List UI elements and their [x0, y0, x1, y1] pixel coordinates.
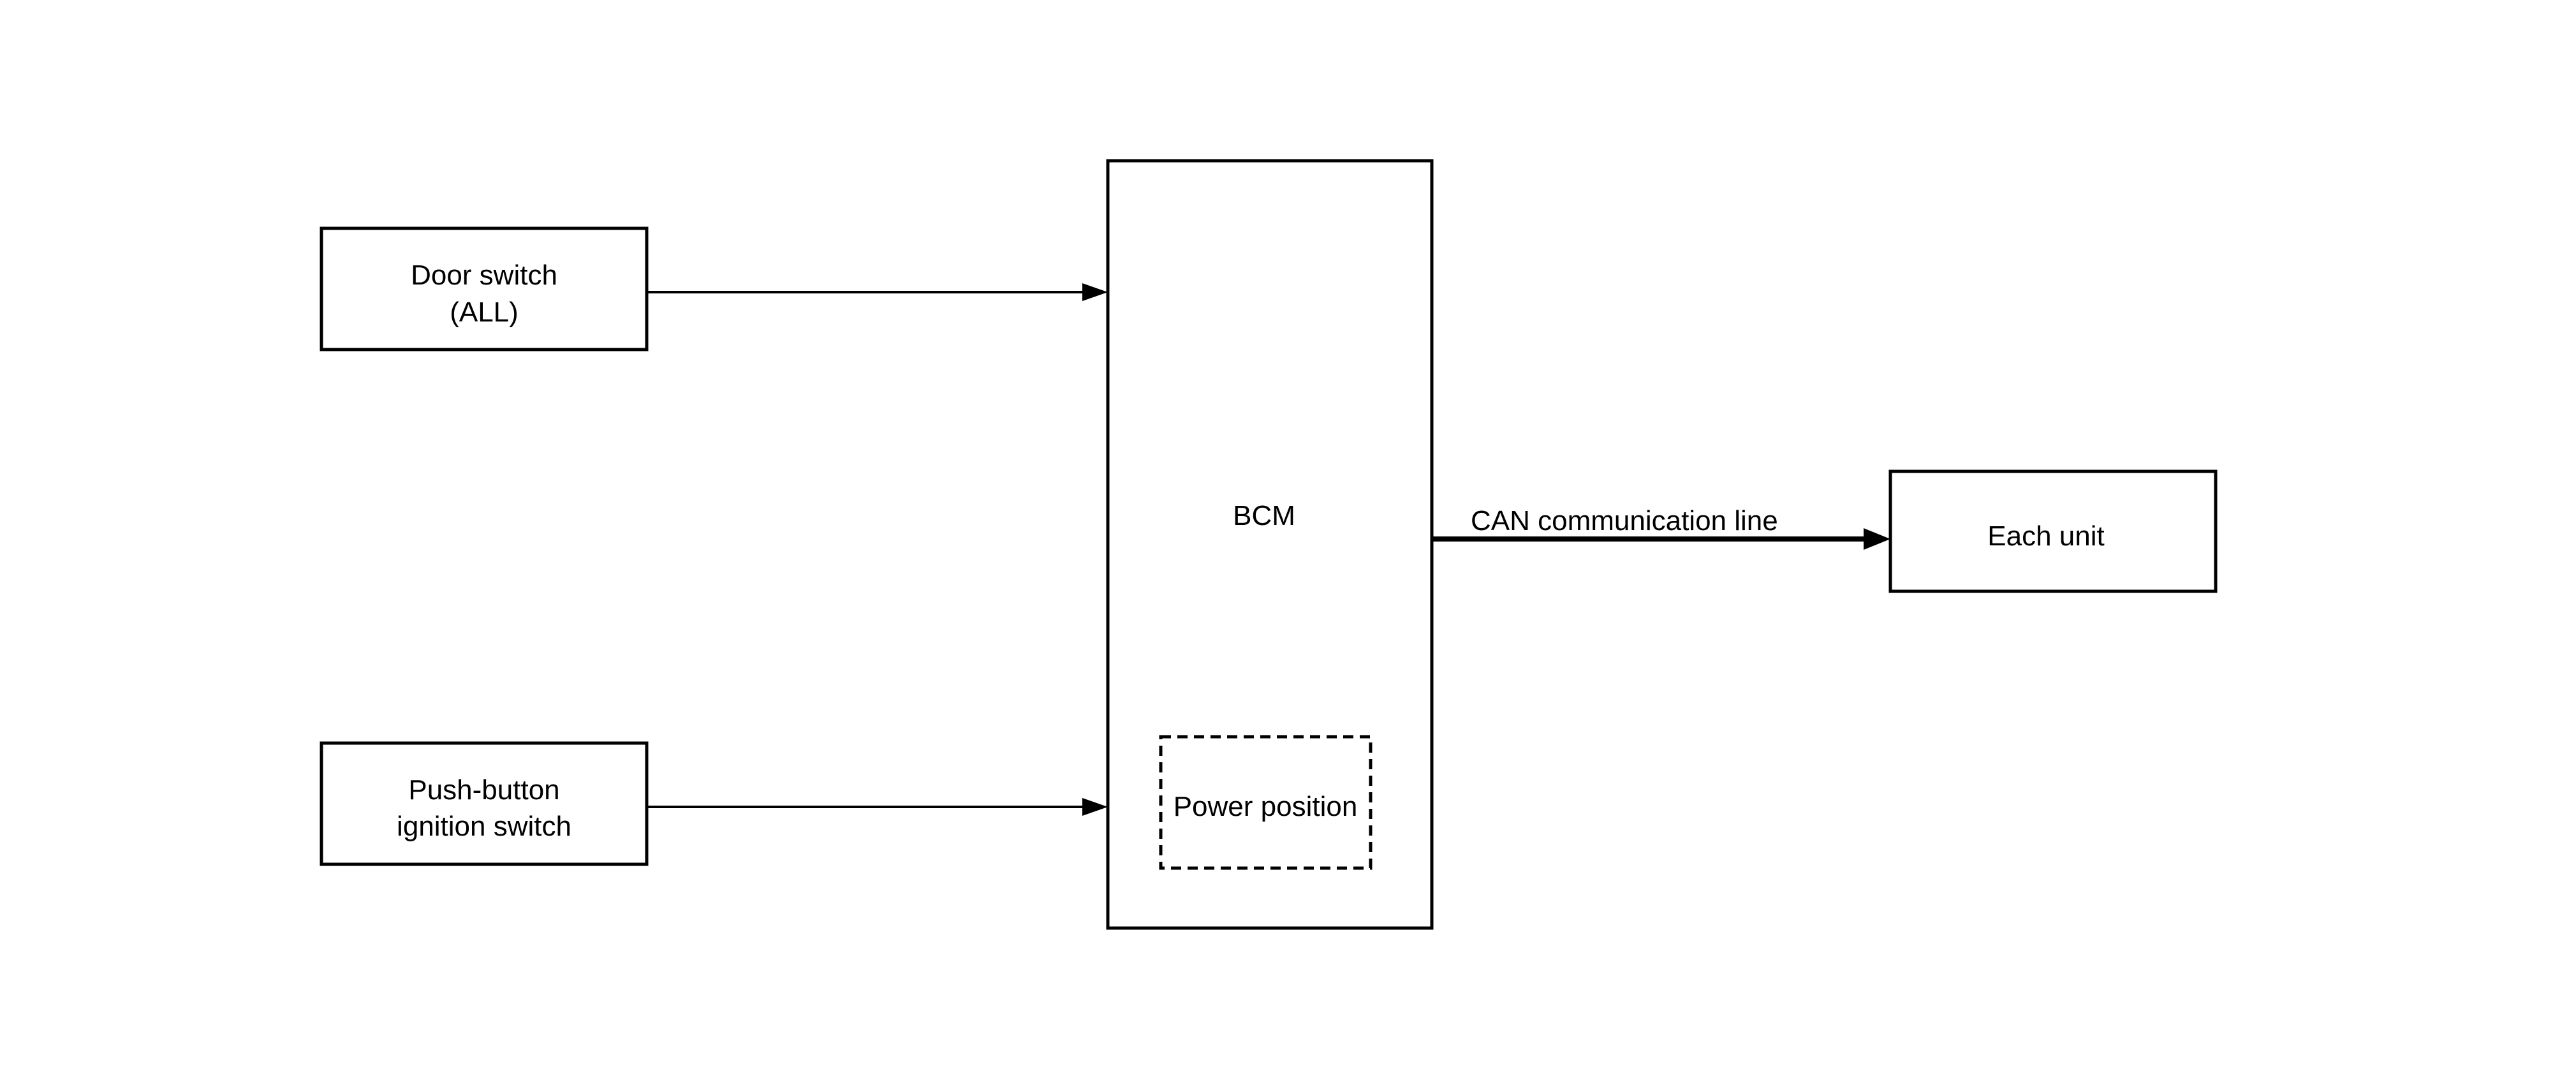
- door-switch-label-line1: Door switch: [411, 260, 557, 291]
- push-button-ignition-switch-box: [320, 741, 649, 866]
- can-communication-arrowhead: [1864, 528, 1890, 550]
- each-unit-node: Each unit: [1888, 469, 2218, 593]
- can-communication-line-arrow: CAN communication line: [1432, 505, 1890, 550]
- each-unit-box: [1888, 469, 2218, 593]
- door-switch-to-bcm-arrowhead: [1082, 283, 1108, 301]
- power-position-box: [1159, 735, 1373, 870]
- door-switch-box: [320, 226, 649, 351]
- door-switch-node: Door switch (ALL): [320, 226, 649, 351]
- power-position-label: Power position: [1174, 791, 1358, 822]
- door-switch-label-line2: (ALL): [450, 297, 519, 328]
- push-button-to-bcm-arrowhead: [1082, 798, 1108, 816]
- door-switch-to-bcm-arrow: [647, 283, 1108, 301]
- push-button-label-line1: Push-button: [408, 774, 559, 806]
- can-communication-line-label: CAN communication line: [1471, 505, 1778, 536]
- push-button-to-bcm-arrow: [647, 798, 1108, 816]
- push-button-ignition-switch-node: Push-button ignition switch: [320, 741, 649, 866]
- bcm-label: BCM: [1233, 500, 1295, 531]
- push-button-label-line2: ignition switch: [397, 811, 571, 842]
- each-unit-label: Each unit: [1987, 520, 2104, 552]
- power-position-node: Power position: [1159, 735, 1373, 870]
